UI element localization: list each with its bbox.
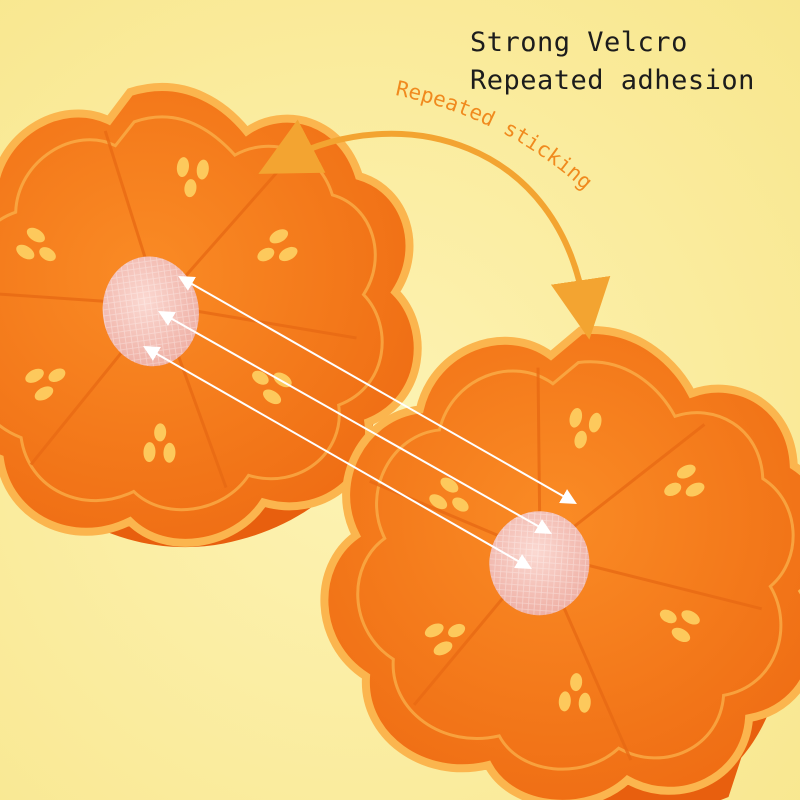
headline-line-2: Repeated adhesion [470,65,755,96]
headline-caption: Strong Velcro Repeated adhesion [470,24,755,100]
repeat-arc-arrow [258,119,611,340]
pointer-line-3 [143,346,532,569]
headline-line-1: Strong Velcro [470,27,688,58]
velcro-pointer-lines [143,276,577,569]
